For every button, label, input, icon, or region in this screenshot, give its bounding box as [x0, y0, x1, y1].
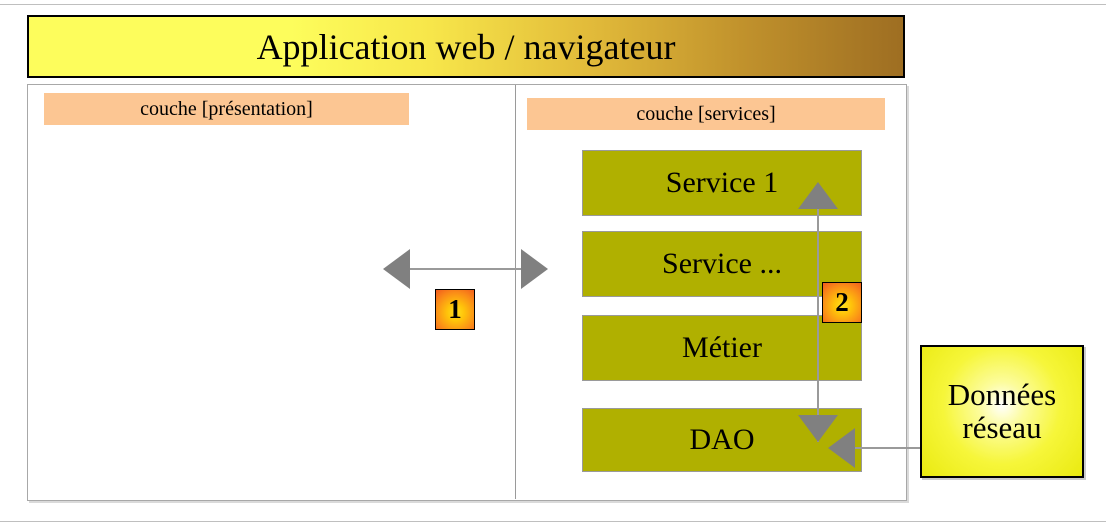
external-data-store: Données réseau: [920, 345, 1084, 478]
application-title-text: Application web / navigateur: [256, 26, 676, 67]
step-badge-1: 1: [435, 289, 475, 330]
service-box-label: DAO: [689, 423, 755, 456]
external-data-store-line2: réseau: [962, 409, 1042, 445]
connector-service-stack-line: [817, 190, 819, 442]
connector-presentation-services-line: [410, 268, 530, 270]
layer-column-divider: [515, 85, 516, 499]
service-box-service-ellipsis: Service ...: [582, 231, 862, 297]
step-badge-label: 2: [835, 287, 849, 317]
service-box-label: Métier: [682, 331, 762, 364]
arrow-right-icon: [521, 249, 548, 289]
layer-bar-services: couche [services]: [527, 98, 885, 130]
connector-dao-data-line: [855, 447, 925, 449]
step-badge-2: 2: [822, 282, 862, 323]
external-data-store-line1: Données: [947, 376, 1057, 412]
service-box-metier: Métier: [582, 315, 862, 381]
layer-bar-presentation: couche [présentation]: [44, 93, 409, 125]
bottom-rule: [0, 521, 1106, 522]
application-title-banner: Application web / navigateur: [27, 15, 905, 78]
layer-label-presentation: couche [présentation]: [140, 97, 313, 120]
layer-label-services: couche [services]: [636, 102, 776, 125]
arrow-left-icon: [383, 249, 410, 289]
step-badge-label: 1: [448, 294, 462, 324]
top-rule: [0, 4, 1106, 5]
arrow-up-icon: [798, 182, 838, 209]
service-box-service-1: Service 1: [582, 150, 862, 216]
arrow-left-icon: [828, 428, 855, 468]
service-box-label: Service ...: [662, 247, 782, 280]
service-box-label: Service 1: [665, 166, 779, 199]
